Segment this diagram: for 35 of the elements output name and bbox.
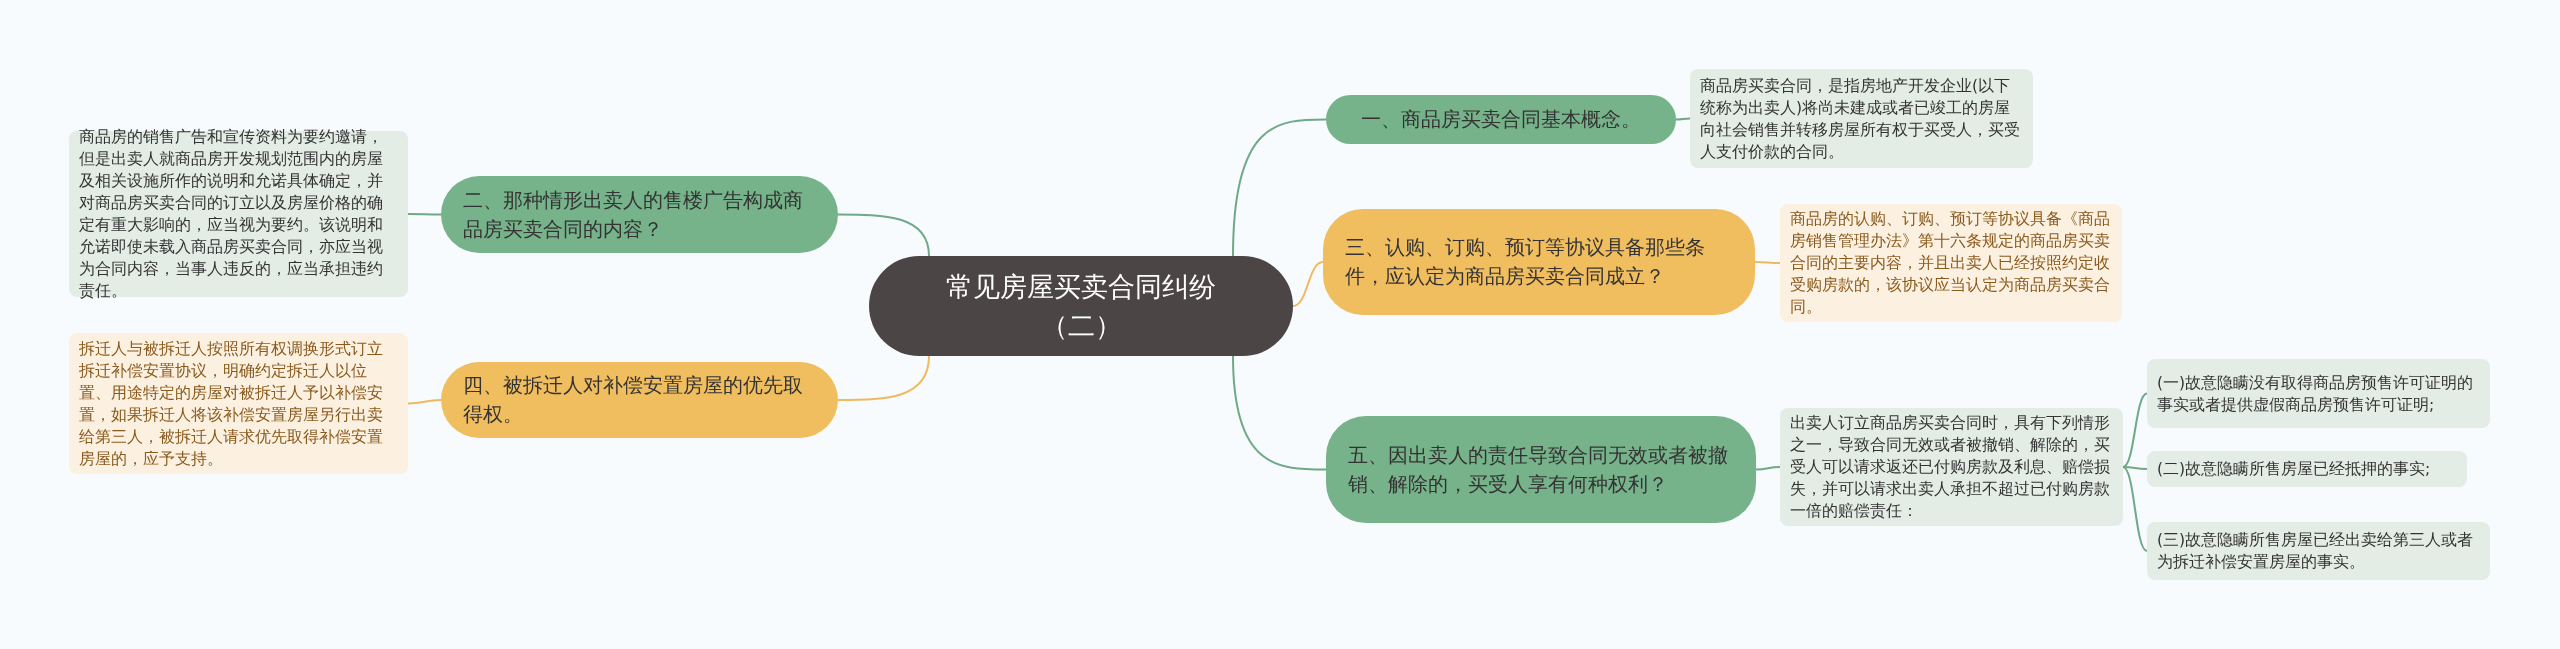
- branch-box: [1323, 209, 1755, 315]
- topic-text: 常见房屋买卖合同纠纷（二）: [945, 269, 1217, 343]
- branch-box: [1326, 95, 1676, 144]
- connector-line: [1755, 466, 1781, 471]
- connector-line: [407, 399, 442, 405]
- note-box: [69, 333, 408, 474]
- connector-line: [2122, 466, 2148, 552]
- branch-box: [1326, 416, 1756, 523]
- note-text: 出卖人订立商品房买卖合同时，具有下列情形之一，导致合同无效或者被撤销、解除的，买受人可以请求返还已付购房款及利息、赔偿损失，并可以请求出卖人承担不超过已付购房款一倍的赔偿责任：: [1790, 413, 2111, 522]
- note-box: [2147, 522, 2490, 580]
- connector-line: [1754, 261, 1781, 264]
- connector-line: [1292, 261, 1324, 307]
- branch-text: 四、被拆迁人对补偿安置房屋的优先取得权。: [463, 372, 804, 428]
- connector-line: [1232, 118, 1327, 257]
- connector-line: [1675, 117, 1691, 121]
- note-box: [2147, 451, 2467, 487]
- connector-line: [2122, 392, 2148, 468]
- note-text: 商品房买卖合同，是指房地产开发企业(以下统称为出卖人)将尚未建成或者已竣工的房屋向社会销售并转移房屋所有权于买受人，买受人支付价款的合同。: [1700, 75, 2021, 163]
- note-text: (三)故意隐瞒所售房屋已经出卖给第三人或者为拆迁补偿安置房屋的事实。: [2157, 530, 2475, 573]
- note-text: 拆迁人与被拆迁人按照所有权调换形式订立拆迁补偿安置协议，明确约定拆迁人以位置、用途特定的房屋对被拆迁人予以补偿安置，如果拆迁人将该补偿安置房屋另行出卖给第三人，被拆迁人请求优先取得补偿安置房屋的，应予支持。: [79, 338, 384, 470]
- note-box: [2147, 359, 2490, 428]
- connector-line: [2122, 466, 2148, 470]
- branch-text: 五、因出卖人的责任导致合同无效或者被撤销、解除的，买受人享有何种权利？: [1348, 441, 1729, 498]
- note-box: [1690, 69, 2033, 168]
- branch-text: 三、认购、订购、预订等协议具备那些条件，应认定为商品房买卖合同成立？: [1345, 234, 1706, 290]
- connector-line: [1232, 355, 1327, 471]
- branch-text: 一、商品房买卖合同基本概念。: [1361, 106, 1641, 133]
- note-text: 商品房的认购、订购、预订等协议具备《商品房销售管理办法》第十六条规定的商品房买卖合同的主要内容，并且出卖人已经按照约定收受购房款的，该协议应当认定为商品房买卖合同。: [1790, 209, 2111, 318]
- connector-line: [837, 355, 930, 401]
- note-text: (二)故意隐瞒所售房屋已经抵押的事实;: [2157, 459, 2431, 480]
- note-text: (一)故意隐瞒没有取得商品房预售许可证明的事实或者提供虚假商品房预售许可证明;: [2157, 372, 2475, 416]
- connector-line: [407, 213, 442, 216]
- branch-text: 二、那种情形出卖人的售楼广告构成商品房买卖合同的内容？: [463, 186, 804, 243]
- note-text: 商品房的销售广告和宣传资料为要约邀请，但是出卖人就商品房开发规划范围内的房屋及相关设施所作的说明和允诺具体确定，并对商品房买卖合同的订立以及房屋价格的确定有重大影响的，应当视为要约。该说明和允诺即使未载入商品房买卖合同，亦应当视为合同内容，当事人违反的，应当承担违约责任。: [79, 127, 384, 302]
- connector-line: [837, 213, 930, 257]
